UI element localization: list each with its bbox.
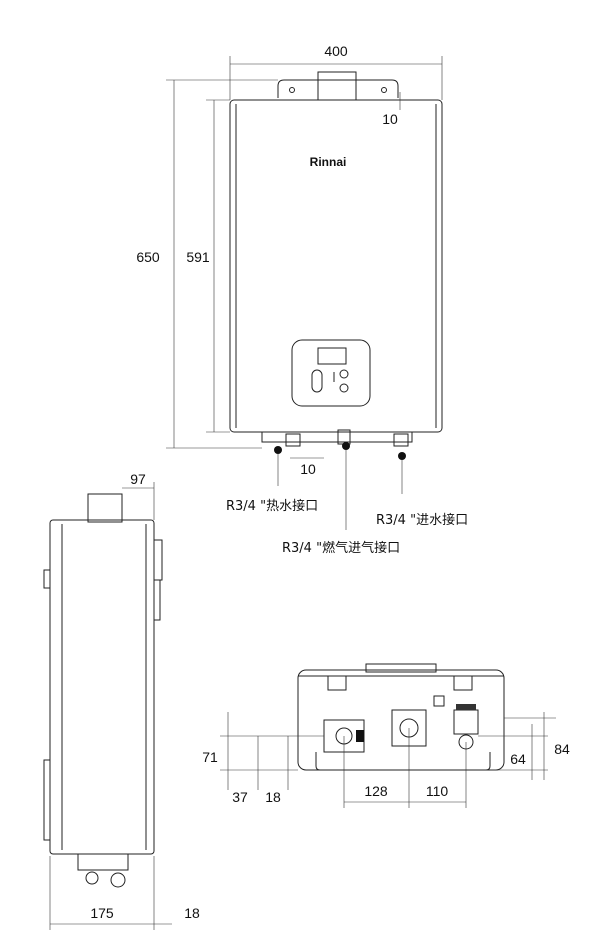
dim-10-top: 10 xyxy=(382,111,398,127)
dim-71: 71 xyxy=(202,749,218,765)
dim-650: 650 xyxy=(136,249,160,265)
dim-84: 84 xyxy=(554,741,570,757)
display-screen xyxy=(317,347,347,365)
dim-175: 175 xyxy=(90,905,114,921)
heater-body xyxy=(229,99,443,433)
front-view: Rinnai 400 10 650 591 10 xyxy=(136,43,468,556)
side-view: 97 175 18 xyxy=(43,471,200,930)
mode-button xyxy=(339,383,349,393)
dim-591: 591 xyxy=(186,249,210,265)
side-body xyxy=(49,519,155,855)
bracket-right xyxy=(453,675,473,691)
dim-97: 97 xyxy=(130,471,146,487)
label-water-inlet: R3/4 "进水接口 xyxy=(376,512,468,528)
dim-110: 110 xyxy=(426,783,449,799)
hot-water-outlet xyxy=(274,446,282,454)
side-fittings xyxy=(77,853,129,871)
hot-water-fitting xyxy=(285,433,301,447)
dim-128: 128 xyxy=(364,783,388,799)
water-inlet-port xyxy=(453,709,479,735)
control-panel xyxy=(291,339,371,407)
dim-18-side: 18 xyxy=(184,905,200,921)
bracket-left xyxy=(327,675,347,691)
dim-400: 400 xyxy=(324,43,348,59)
bottom-view: 71 37 18 128 110 64 84 xyxy=(202,663,570,808)
power-button xyxy=(339,369,349,379)
flue-outlet xyxy=(317,71,357,101)
temp-button xyxy=(311,369,323,393)
label-gas-inlet: R3/4 "燃气进气接口 xyxy=(282,540,400,556)
dim-37: 37 xyxy=(232,789,248,805)
water-inlet xyxy=(398,452,406,460)
dim-18-bottom: 18 xyxy=(265,789,281,805)
bottom-plate xyxy=(261,431,413,443)
dim-64: 64 xyxy=(510,751,526,767)
label-hot-water: R3/4 "热水接口 xyxy=(226,498,318,514)
top-bracket xyxy=(277,79,399,98)
gas-inlet-fitting xyxy=(342,442,350,450)
dim-10-bottom: 10 xyxy=(300,461,316,477)
brand-logo: Rinnai xyxy=(310,155,347,169)
water-inlet-fitting xyxy=(393,433,409,447)
side-flue xyxy=(87,493,123,523)
